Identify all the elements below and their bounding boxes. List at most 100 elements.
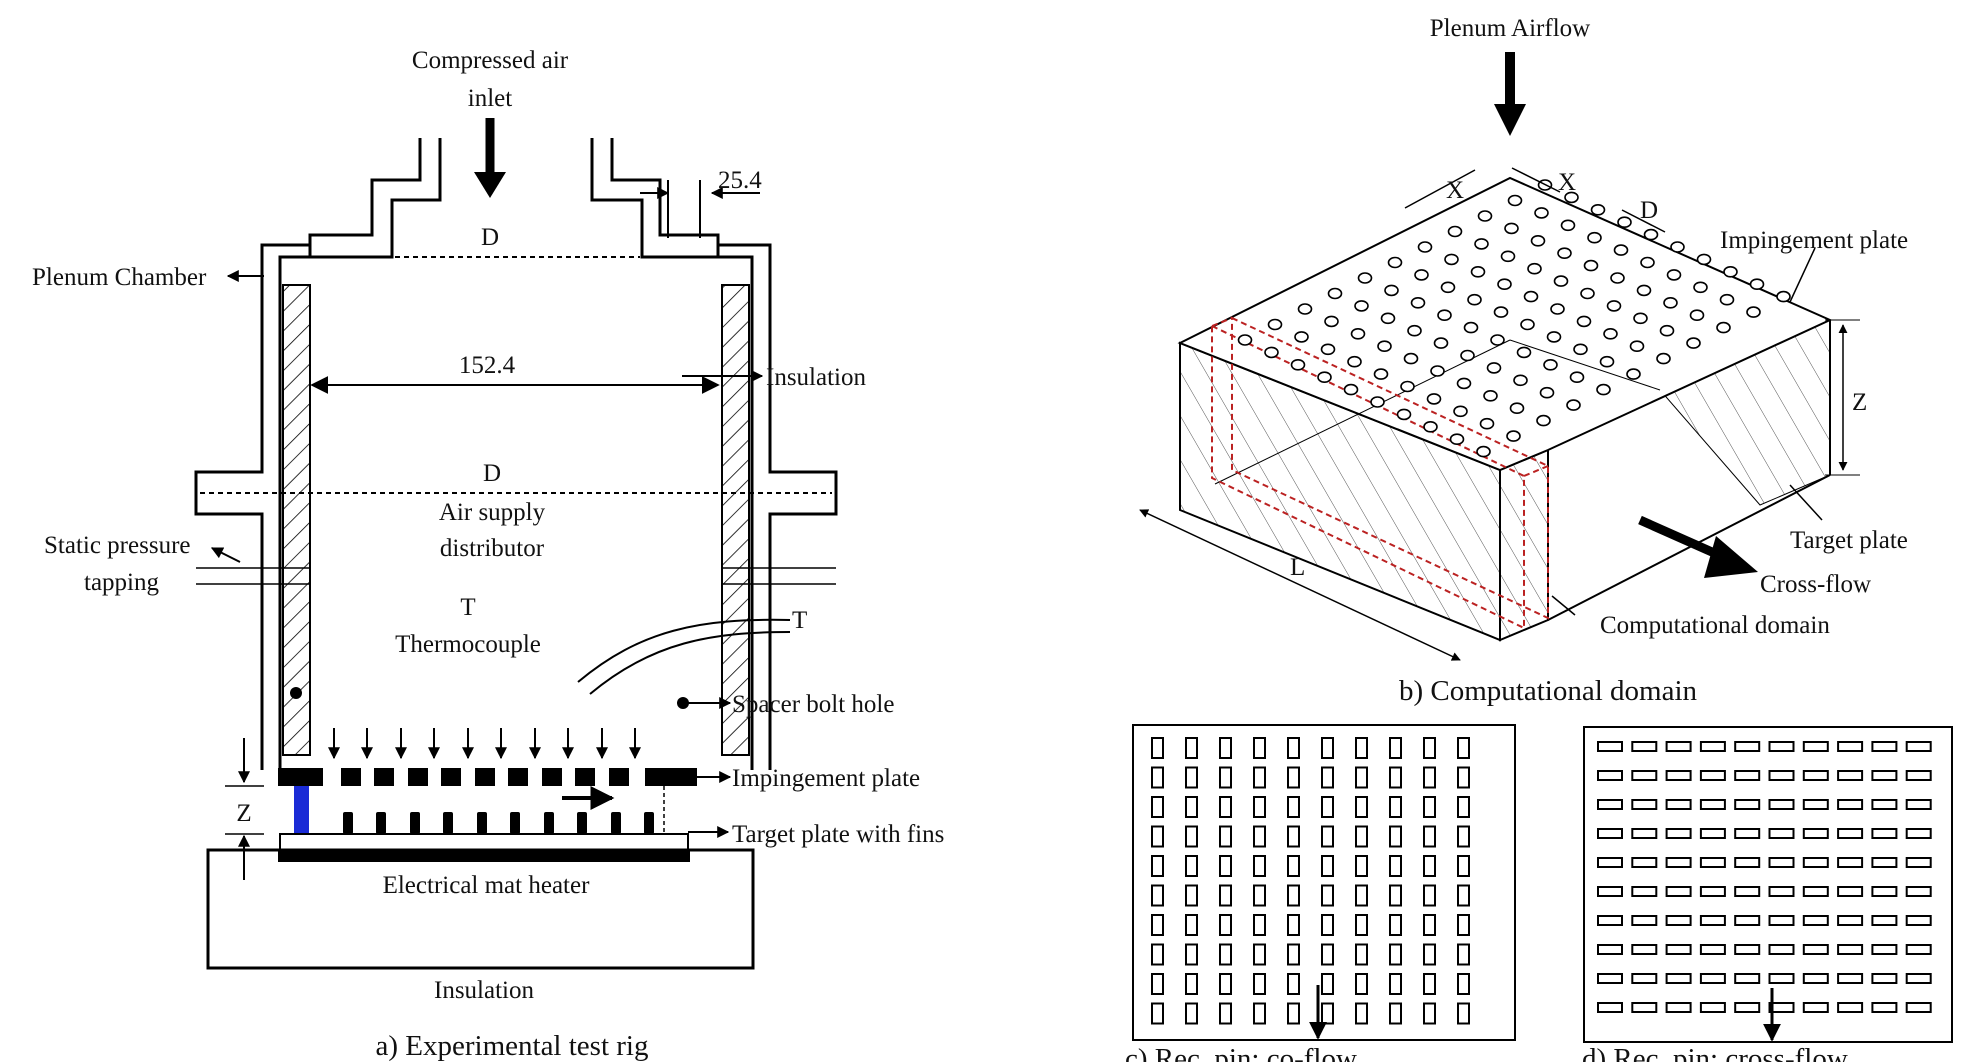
- impingement-hole: [1317, 371, 1332, 384]
- impingement-hole: [1516, 346, 1532, 359]
- cross-flow-pin: [1665, 741, 1692, 752]
- impingement-hole: [1689, 309, 1705, 322]
- co-flow-pin: [1253, 737, 1266, 759]
- co-flow-pin: [1355, 914, 1368, 936]
- cross-flow-pin: [1631, 857, 1658, 868]
- co-flow-pin: [1287, 973, 1300, 995]
- co-flow-pin: [1253, 914, 1266, 936]
- impingement-hole: [1380, 312, 1396, 325]
- impingement-hole: [1264, 346, 1279, 359]
- cross-flow-pin: [1768, 857, 1795, 868]
- impingement-hole: [1400, 380, 1415, 393]
- impingement-hole: [1539, 386, 1555, 399]
- impingement-hole: [1440, 281, 1456, 294]
- cross-flow-pin: [1734, 828, 1761, 839]
- impingement-hole: [1347, 355, 1362, 368]
- co-flow-pin: [1287, 737, 1300, 759]
- heater-label: Electrical mat heater: [383, 872, 590, 899]
- impingement-hole: [1423, 420, 1438, 433]
- co-flow-pin: [1185, 737, 1198, 759]
- jet-arrows: [328, 728, 641, 760]
- impingement-hole: [1686, 337, 1701, 349]
- caption-a: a) Experimental test rig: [376, 1030, 649, 1062]
- impingement-hole: [1320, 343, 1336, 356]
- impingement-hole: [1543, 358, 1558, 371]
- impingement-hole: [1463, 321, 1479, 334]
- impingement-hole: [1610, 272, 1625, 284]
- impingement-hole: [1746, 306, 1761, 318]
- co-flow-pin: [1287, 766, 1300, 789]
- co-flow-pin: [1423, 943, 1436, 966]
- impingement-hole: [1407, 324, 1422, 337]
- impingement-hole: [1520, 318, 1535, 331]
- cross-flow-pin: [1768, 828, 1795, 839]
- cross-flow-pin: [1597, 1002, 1623, 1013]
- x1-label: X: [1446, 177, 1464, 204]
- impingement-hole: [1354, 300, 1369, 312]
- air-supply-label: Air supply: [439, 499, 546, 526]
- impingement-hole: [1696, 253, 1712, 266]
- cross-flow-pin: [1734, 915, 1761, 926]
- cross-flow-pin: [1802, 973, 1829, 984]
- co-flow-pin: [1355, 766, 1368, 789]
- impingement-hole: [1603, 327, 1618, 340]
- impingement-hole: [1403, 352, 1419, 365]
- cross-flow-pin: [1631, 915, 1658, 926]
- impingement-hole: [1377, 340, 1392, 353]
- cross-flow-pin: [1871, 770, 1898, 781]
- co-flow-pin: [1151, 766, 1164, 789]
- co-flow-pin: [1253, 973, 1266, 995]
- impingement-holes: [1237, 179, 1791, 458]
- impingement-hole: [1509, 402, 1525, 415]
- impingement-hole: [1553, 275, 1569, 287]
- cross-flow-pin: [1905, 915, 1932, 926]
- impingement-hole: [1327, 287, 1343, 300]
- co-flow-pin: [1151, 973, 1164, 995]
- plenum-arrow-icon: [1494, 104, 1526, 136]
- impingement-hole: [1467, 293, 1482, 306]
- co-flow-pin: [1287, 825, 1300, 848]
- cross-flow-pin: [1768, 741, 1795, 752]
- co-flow-pin: [1423, 796, 1436, 818]
- impingement-hole: [1719, 293, 1735, 306]
- cross-flow-pin: [1631, 741, 1658, 752]
- co-flow-pin: [1219, 1002, 1232, 1025]
- impingement-hole: [1370, 396, 1385, 408]
- impingement-hole: [1384, 284, 1399, 297]
- impingement-hole: [1456, 377, 1472, 390]
- cross-flow-pin: [1631, 973, 1658, 984]
- blue-spacer: [294, 786, 309, 834]
- impingement-hole: [1373, 368, 1389, 380]
- impingement-hole: [1357, 272, 1373, 284]
- cross-flow-pin: [1699, 857, 1726, 868]
- co-flow-pin: [1457, 914, 1470, 936]
- impingement-hole: [1414, 269, 1429, 281]
- impingement-hole: [1643, 228, 1659, 241]
- co-flow-pin: [1287, 796, 1300, 818]
- impingement-hole: [1663, 296, 1678, 309]
- impingement-hole: [1523, 290, 1539, 303]
- cross-flow-pin: [1597, 741, 1623, 752]
- cross-flow-pin: [1597, 799, 1623, 810]
- impingement-hole: [1267, 318, 1283, 331]
- cross-flow-pin: [1768, 886, 1795, 897]
- co-flow-pin: [1151, 943, 1164, 966]
- target-plate-label: Target plate with fins: [732, 821, 944, 848]
- co-flow-pin: [1389, 973, 1402, 995]
- co-flow-pin: [1253, 796, 1266, 818]
- impingement-hole: [1447, 225, 1463, 238]
- cross-flow-pin: [1597, 857, 1623, 868]
- impingement-hole: [1590, 204, 1606, 216]
- cross-flow-pin: [1734, 770, 1761, 781]
- cross-flow-pin: [1665, 886, 1692, 897]
- impingement-hole: [1629, 340, 1645, 353]
- co-flow-pin: [1389, 766, 1402, 789]
- inlet-arrow-icon: [474, 172, 506, 198]
- cross-flow-pin: [1597, 886, 1623, 897]
- cross-flow-pin: [1734, 1002, 1761, 1013]
- impingement-hole: [1749, 278, 1765, 291]
- cross-flow-pin: [1699, 770, 1726, 781]
- cross-flow-pin: [1699, 799, 1726, 810]
- co-flow-pin: [1219, 973, 1232, 995]
